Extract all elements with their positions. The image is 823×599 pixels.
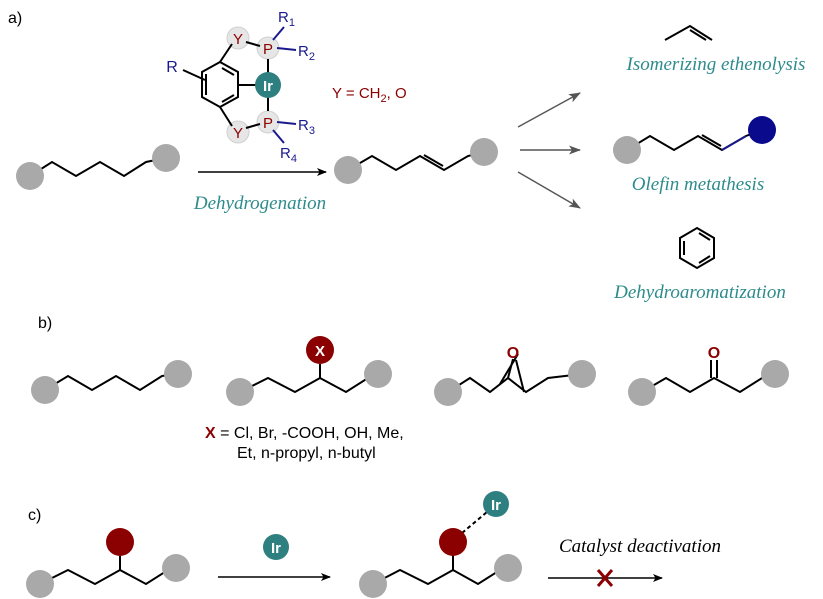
chain-end-node <box>26 570 54 598</box>
panel-b-label: b) <box>38 315 52 332</box>
outcome-aromatization: Dehydroaromatization <box>613 282 786 303</box>
ring-substituent-label: R <box>166 59 178 76</box>
metathesis-double-bond <box>701 134 722 147</box>
bond-p-r2 <box>276 47 297 51</box>
chain-end-node <box>16 162 44 190</box>
panel-a-label: a) <box>8 10 22 27</box>
ketone-chain <box>641 373 776 394</box>
bond-ring-r <box>182 69 206 81</box>
metathesis-new-bond <box>721 135 747 151</box>
bond-y-p-bottom <box>245 123 261 129</box>
iridium-reagent-label: Ir <box>271 540 281 557</box>
coordinated-chain <box>372 567 509 586</box>
epoxide-bond <box>515 359 525 393</box>
dative-bond-dashed <box>461 511 488 534</box>
bond-y-p-top <box>245 41 261 47</box>
iridium-reagent-node <box>263 534 289 560</box>
aryl-double-bond <box>221 94 235 103</box>
bond-p-r3 <box>276 121 297 125</box>
chain-end-node <box>613 136 641 164</box>
epoxide-chain <box>447 373 583 394</box>
y-definition: Y = CH2, O <box>332 85 407 105</box>
alkene-chain <box>347 151 485 172</box>
p-bottom-label: P <box>263 115 273 132</box>
arrow-to-ethenolysis <box>517 92 581 128</box>
iridium-bound-label: Ir <box>491 497 501 514</box>
alkene-double-bond <box>423 154 444 167</box>
blocked-cross-icon <box>596 569 614 587</box>
outcome-metathesis: Olefin metathesis <box>632 174 764 195</box>
substituent-x-node <box>306 336 334 364</box>
heteroatom-node <box>106 528 134 556</box>
alkane-chain-a <box>29 157 167 178</box>
chain-end-node <box>226 378 254 406</box>
chain-end-node <box>568 360 596 388</box>
benzene-structure <box>679 226 715 270</box>
r1-label: R1 <box>278 9 295 29</box>
y-top-highlight <box>226 26 250 50</box>
iridium-center <box>255 72 281 98</box>
bond-p-r1 <box>272 26 285 41</box>
chain-end-node <box>628 378 656 406</box>
p-top-label: P <box>263 41 273 58</box>
propene-structure <box>664 24 713 41</box>
dehydrogenation-label: Dehydrogenation <box>193 193 326 214</box>
chain-end-node <box>334 156 362 184</box>
r3-label: R3 <box>298 117 315 137</box>
heteroatom-node <box>439 528 467 556</box>
chain-end-node <box>152 144 180 172</box>
chain-end-node <box>761 360 789 388</box>
pincer-catalyst <box>182 26 297 144</box>
bond-p-r4 <box>272 129 285 144</box>
chain-end-node <box>470 138 498 166</box>
metathesis-partner-node <box>748 116 776 144</box>
r2-label: R2 <box>298 43 315 63</box>
aryl-ring <box>201 60 239 109</box>
y-bottom-highlight <box>226 120 250 144</box>
iridium-label: Ir <box>263 78 273 95</box>
arrow-to-aromatization <box>517 171 581 209</box>
substituted-chain <box>239 373 379 394</box>
substituent-x-label: X <box>315 343 325 360</box>
x-definition-line1: X = Cl, Br, -COOH, OH, Me, <box>205 425 404 442</box>
bond-ring-y-top <box>219 43 233 63</box>
chain-end-node <box>359 570 387 598</box>
aryl-double-bond <box>221 67 235 76</box>
y-bottom-label: Y <box>233 125 243 142</box>
branched-chain <box>39 567 177 586</box>
chain-end-node <box>162 554 190 582</box>
r4-label: R4 <box>280 145 297 165</box>
y-top-label: Y <box>233 31 243 48</box>
ketone-oxygen: O <box>708 345 720 362</box>
chain-end-node <box>434 378 462 406</box>
alkane-chain-b <box>44 373 179 392</box>
chain-end-node <box>364 360 392 388</box>
bond-ring-y-bottom <box>219 106 233 127</box>
x-definition-line2: Et, n-propyl, n-butyl <box>237 445 376 462</box>
iridium-bound-node <box>483 491 509 517</box>
chain-end-node <box>31 376 59 404</box>
panel-c-label: c) <box>28 507 41 524</box>
epoxide-oxygen: O <box>507 345 519 362</box>
outcome-ethenolysis: Isomerizing ethenolysis <box>626 54 806 75</box>
deactivation-label: Catalyst deactivation <box>559 536 721 557</box>
metathesis-chain <box>626 129 763 152</box>
chain-end-node <box>164 360 192 388</box>
epoxide-bond <box>499 353 519 385</box>
chain-end-node <box>494 554 522 582</box>
